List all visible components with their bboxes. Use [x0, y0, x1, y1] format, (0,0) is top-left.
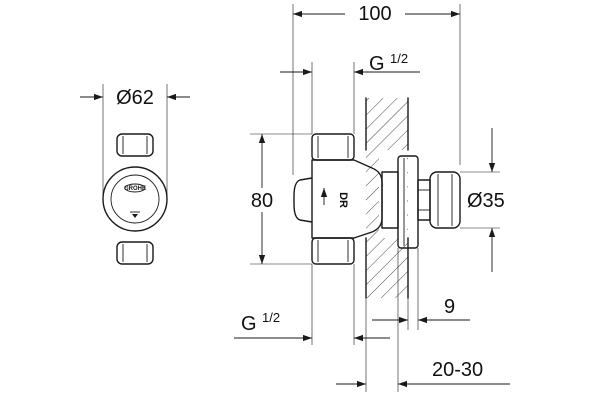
offset-9-label: 9: [444, 296, 455, 318]
valve-body: DR: [293, 133, 461, 265]
wall-section: [365, 97, 409, 299]
dimension-offset-9: 9: [372, 248, 470, 330]
dimension-wall-range: 20-30: [336, 248, 510, 392]
dimension-thread-top: G 1/2: [280, 51, 420, 134]
diameter-62-label: Ø62: [116, 87, 154, 109]
height-80-label: 80: [251, 190, 273, 212]
thread-bottom-fraction: 1/2: [262, 310, 280, 325]
thread-top-base: G: [369, 53, 385, 75]
grohe-logo: GROHE: [124, 183, 146, 193]
dimension-diameter-62: Ø62: [80, 84, 190, 196]
svg-text:GROHE: GROHE: [124, 186, 146, 192]
diameter-35-label: Ø35: [467, 190, 505, 212]
dimension-diameter-35: Ø35: [460, 128, 505, 272]
thread-bottom-base: G: [241, 313, 257, 335]
valve-label-dr: DR: [337, 192, 349, 208]
dimension-thread-bottom: G 1/2: [234, 264, 390, 345]
thread-top-fraction: 1/2: [390, 51, 408, 66]
front-view: GROHE: [102, 133, 168, 265]
dimension-height-80: 80: [244, 133, 312, 265]
width-100-label: 100: [358, 3, 391, 25]
dimension-width-100: 100: [292, 2, 461, 175]
wall-range-label: 20-30: [432, 359, 483, 381]
